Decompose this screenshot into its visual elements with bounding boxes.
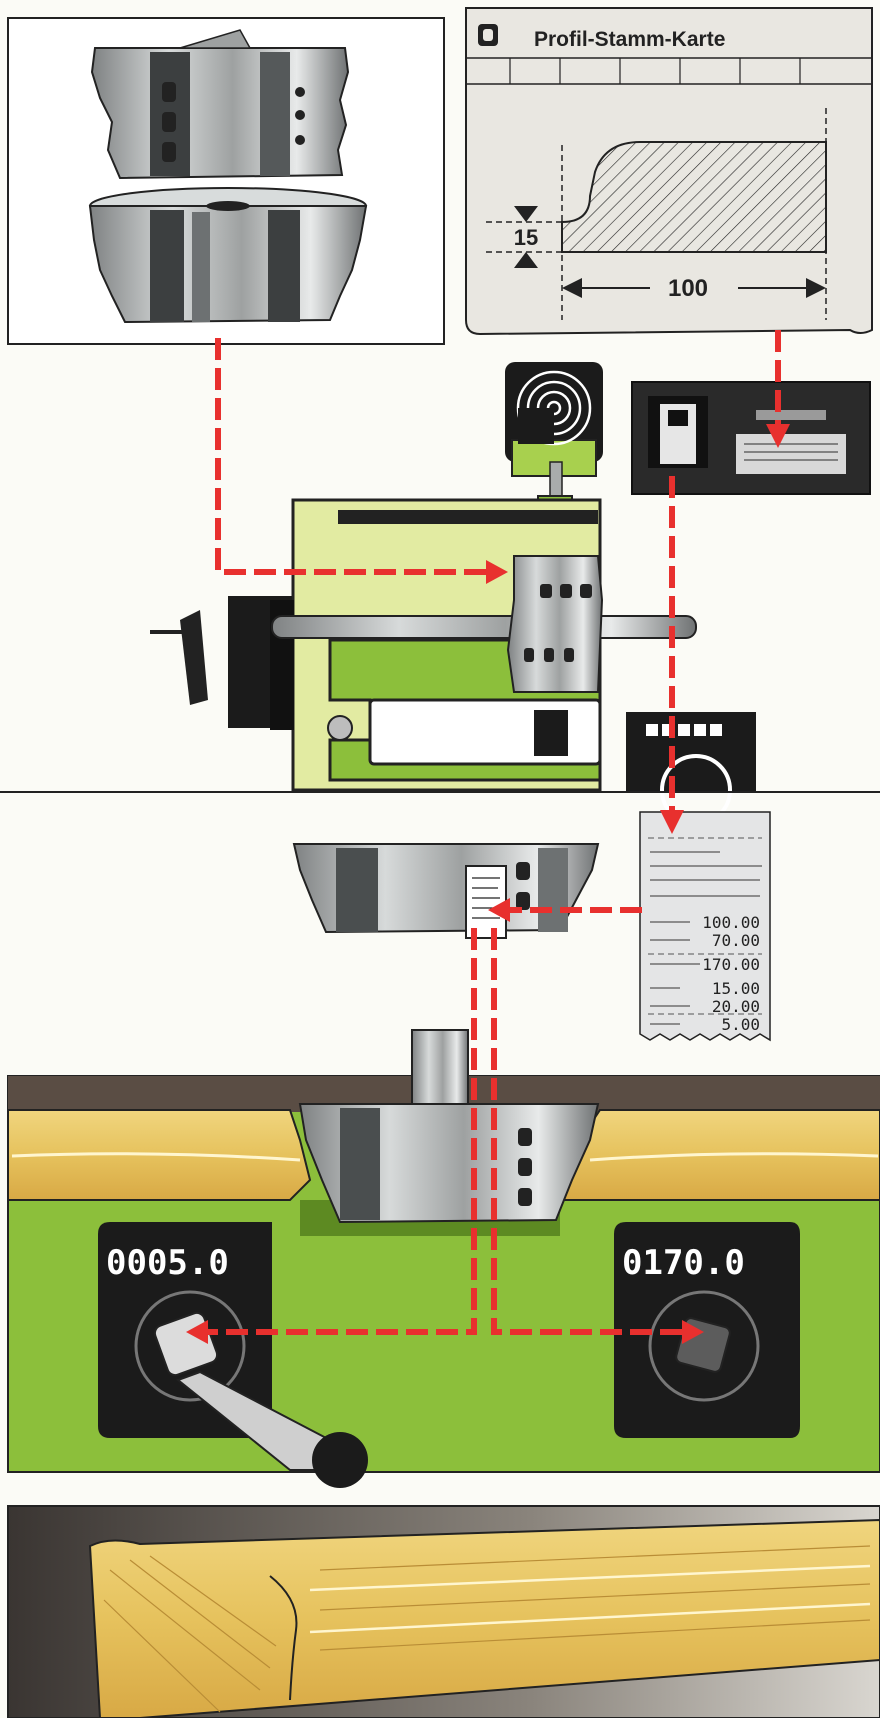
finished-workpiece-panel	[7, 1505, 880, 1718]
cutter-heads-panel	[7, 17, 445, 345]
receipt-value-2: 70.00	[712, 931, 760, 950]
profile-card-title: Profil-Stamm-Karte	[534, 28, 725, 51]
profile-card-panel: Profil-Stamm-Karte 15 100	[465, 7, 873, 336]
receipt-value-3: 170.00	[702, 955, 760, 974]
target-scope-icon	[505, 362, 603, 531]
machine-panel	[0, 362, 880, 826]
height-dimension-label: 15	[514, 225, 538, 250]
left-position-display: 0005.0	[98, 1222, 368, 1488]
arrow-cutter-to-spindle	[215, 338, 490, 575]
right-display-value: 0170.0	[622, 1243, 745, 1283]
receipt-value-5: 20.00	[712, 997, 760, 1016]
arrow-icon	[186, 424, 790, 1344]
tool-receipt-panel: 100.00 70.00 170.00 15.00 20.00 5.00	[292, 811, 771, 1042]
left-display-value: 0005.0	[106, 1243, 229, 1283]
flow-arrows	[200, 330, 781, 1335]
cutter-head-bottom	[88, 187, 368, 324]
width-dimension-label: 100	[668, 275, 708, 302]
receipt-value-1: 100.00	[702, 913, 760, 932]
receipt-value-6: 5.00	[721, 1015, 760, 1034]
card-reader-icon	[631, 381, 871, 495]
right-position-display: 0170.0	[614, 1222, 800, 1438]
arrow-tool-to-right-display	[491, 928, 690, 1335]
arrow-tool-to-left-display	[200, 928, 477, 1335]
positioning-panel: 0005.0 0170.0	[7, 1029, 880, 1488]
tool-label-tag	[465, 865, 507, 939]
receipt-value-4: 15.00	[712, 979, 760, 998]
cutter-head-top	[90, 29, 350, 180]
price-receipt	[639, 811, 771, 1042]
